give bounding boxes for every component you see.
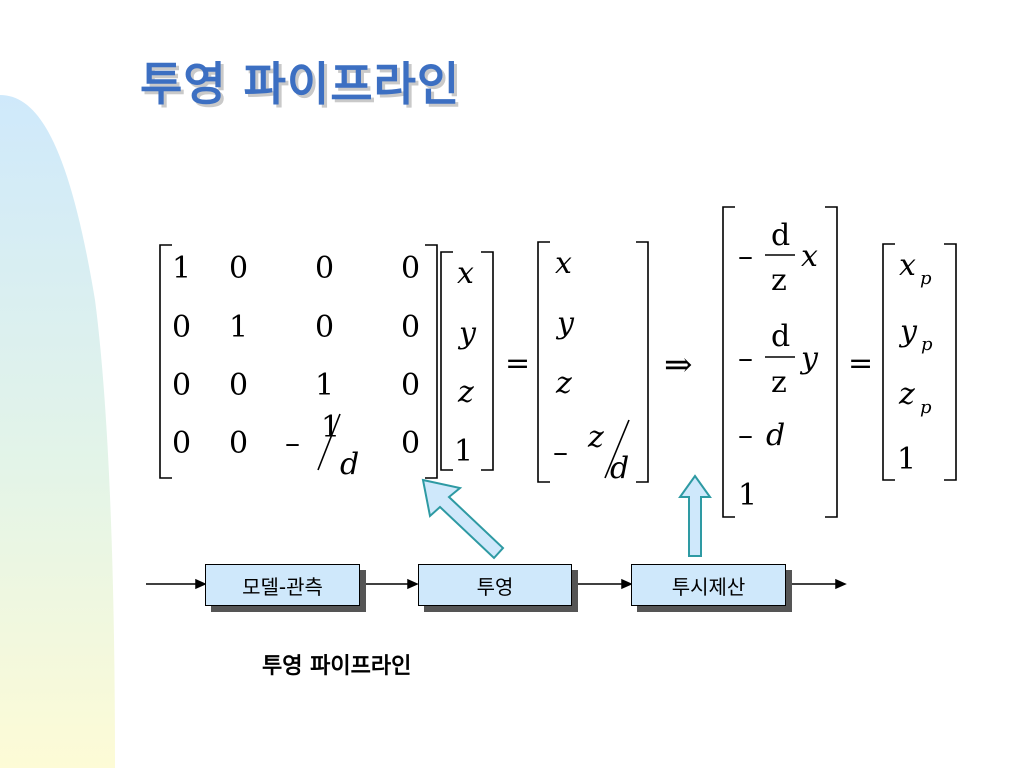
fraction-slash bbox=[317, 413, 341, 471]
divided-entry: 1 bbox=[738, 478, 757, 513]
equals-sign: = bbox=[848, 346, 873, 381]
result-bracket-left bbox=[537, 241, 550, 483]
result-entry: y bbox=[555, 306, 575, 341]
divided-entry: z bbox=[771, 263, 787, 298]
stage-label: 투시제산 bbox=[671, 574, 746, 599]
flow-arrow-head bbox=[621, 578, 633, 590]
final-entry: z bbox=[898, 377, 915, 412]
matrix-cell: 0 bbox=[401, 310, 420, 345]
divided-entry: d bbox=[766, 418, 785, 453]
slide-title: 투영 파이프라인 bbox=[140, 57, 461, 111]
result-entry: x bbox=[555, 246, 572, 281]
final-entry: y bbox=[898, 314, 918, 349]
matrix-cell: 0 bbox=[229, 426, 248, 461]
figure-caption: 투영 파이프라인 bbox=[262, 654, 412, 679]
matrix-cell: 0 bbox=[172, 426, 191, 461]
matrix-cell: 0 bbox=[315, 310, 334, 345]
final-subscript: p bbox=[920, 268, 932, 289]
matrix-cell: 0 bbox=[401, 368, 420, 403]
matrix-cell: 0 bbox=[229, 251, 248, 286]
stage-label: 모델-관측 bbox=[242, 574, 323, 599]
vector-entry: z bbox=[457, 375, 474, 410]
divided-bracket-left bbox=[722, 206, 735, 518]
result-entry: d bbox=[610, 451, 629, 486]
matrix-cell: 0 bbox=[229, 368, 248, 403]
stage-projection: 투영 bbox=[418, 564, 572, 606]
final-subscript: p bbox=[921, 334, 933, 355]
matrix-cell: 1 bbox=[321, 410, 340, 445]
equals-sign: = bbox=[505, 346, 530, 381]
result-entry: z bbox=[587, 420, 604, 455]
matrix-cell: 0 bbox=[172, 368, 191, 403]
flow-arrow-head bbox=[195, 578, 207, 590]
final-bracket-right bbox=[944, 243, 957, 481]
divided-entry: y bbox=[799, 341, 819, 376]
matrix-cell: 0 bbox=[315, 251, 334, 286]
divided-entry: d bbox=[771, 218, 790, 253]
vector-entry: y bbox=[457, 316, 477, 351]
divided-bracket-right bbox=[825, 206, 838, 518]
stage-perspective-division: 투시제산 bbox=[631, 564, 786, 606]
result-entry: – bbox=[553, 435, 568, 470]
final-bracket-left bbox=[882, 243, 895, 481]
matrix-bracket-right bbox=[425, 244, 438, 479]
fraction-slash bbox=[604, 419, 630, 479]
divided-entry: – bbox=[738, 341, 753, 376]
stage-model-view: 모델-관측 bbox=[205, 564, 360, 606]
flow-arrow-head bbox=[835, 578, 847, 590]
divided-entry: z bbox=[771, 365, 787, 400]
implies-arrow: ⇒ bbox=[664, 345, 693, 385]
matrix-cell: 1 bbox=[229, 310, 248, 345]
final-entry: x bbox=[899, 248, 916, 283]
vector-entry: x bbox=[457, 256, 474, 291]
matrix-cell: 0 bbox=[172, 310, 191, 345]
matrix-bracket-left bbox=[159, 244, 172, 479]
final-subscript: p bbox=[920, 397, 932, 418]
matrix-cell: 0 bbox=[401, 251, 420, 286]
matrix-cell: 0 bbox=[401, 426, 420, 461]
vector-entry: 1 bbox=[454, 434, 473, 469]
stage-label: 투영 bbox=[476, 574, 514, 599]
divided-entry: x bbox=[801, 239, 818, 274]
divided-entry: – bbox=[738, 418, 753, 453]
matrix-cell: d bbox=[340, 447, 359, 482]
matrix-cell: 1 bbox=[172, 251, 191, 286]
divided-entry: – bbox=[738, 239, 753, 274]
vector-bracket-left bbox=[440, 251, 453, 471]
divided-entry: d bbox=[771, 319, 790, 354]
matrix-cell: – bbox=[285, 426, 300, 461]
matrix-cell: 1 bbox=[315, 368, 334, 403]
vector-bracket-right bbox=[481, 251, 494, 471]
result-bracket-right bbox=[636, 241, 649, 483]
result-entry: z bbox=[555, 366, 572, 401]
final-entry: 1 bbox=[897, 442, 916, 477]
flow-arrow-head bbox=[407, 578, 419, 590]
vertical-block-arrow bbox=[678, 474, 712, 557]
diagonal-block-arrow bbox=[421, 478, 505, 560]
